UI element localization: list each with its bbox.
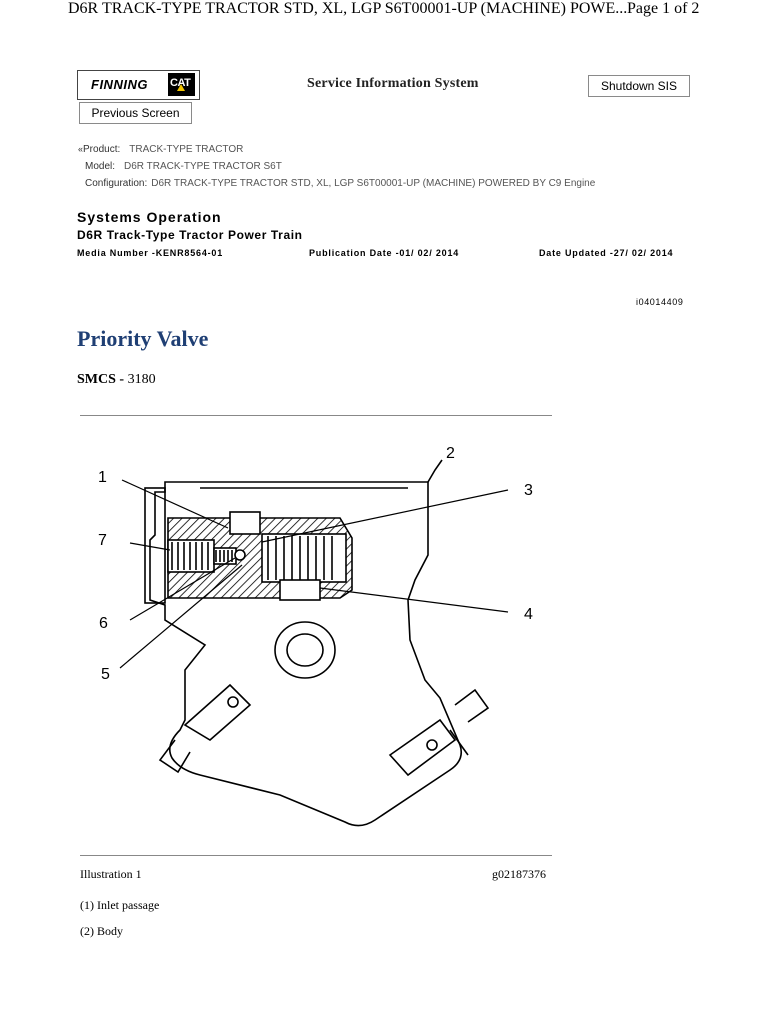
finning-cat-logo: FINNING CAT <box>77 70 200 100</box>
valve-body-outline <box>144 459 463 827</box>
callout-3: 3 <box>524 482 533 499</box>
valve-cross-section <box>167 511 353 601</box>
document-id: i04014409 <box>636 297 684 307</box>
configuration-label: Configuration: <box>85 178 148 189</box>
back-arrow-icon[interactable]: « <box>78 144 84 154</box>
callout-5: 5 <box>101 666 110 683</box>
leader-lines <box>119 479 509 669</box>
product-value: TRACK-TYPE TRACTOR <box>129 144 244 155</box>
model-label: Model: <box>85 161 116 172</box>
publication-date: Publication Date -01/ 02/ 2014 <box>309 248 460 258</box>
callout-2: 2 <box>446 445 455 462</box>
graphic-id: g02187376 <box>492 867 546 881</box>
date-updated: Date Updated -27/ 02/ 2014 <box>539 248 674 258</box>
smcs-code: SMCS - 3180 <box>77 372 156 388</box>
shutdown-sis-button[interactable]: Shutdown SIS <box>588 75 690 97</box>
smcs-value: 3180 <box>127 372 156 387</box>
callout-4: 4 <box>524 606 533 623</box>
priority-valve-illustration <box>119 459 509 827</box>
product-row: «Product: TRACK-TYPE TRACTOR <box>78 144 243 155</box>
callout-6: 6 <box>99 615 108 632</box>
legend-item: (2) Body <box>80 924 123 938</box>
media-number: Media Number -KENR8564-01 <box>77 248 224 258</box>
divider-top <box>80 415 552 416</box>
page-title: Priority Valve <box>77 326 209 351</box>
configuration-value: D6R TRACK-TYPE TRACTOR STD, XL, LGP S6T0… <box>151 178 596 189</box>
finning-wordmark: FINNING <box>91 77 148 92</box>
section-title: Systems Operation <box>77 209 222 225</box>
document-header-title: D6R TRACK-TYPE TRACTOR STD, XL, LGP S6T0… <box>68 0 628 17</box>
model-row: Model: D6R TRACK-TYPE TRACTOR S6T <box>85 161 282 172</box>
callout-7: 7 <box>98 532 107 549</box>
divider-bottom <box>80 855 552 856</box>
mounting-ears <box>158 683 490 777</box>
previous-screen-button[interactable]: Previous Screen <box>79 102 192 124</box>
sis-title: Service Information System <box>307 76 479 91</box>
legend-item: (1) Inlet passage <box>80 898 160 912</box>
model-value: D6R TRACK-TYPE TRACTOR S6T <box>124 161 282 172</box>
page-indicator: Page 1 of 2 <box>627 0 700 17</box>
smcs-label: SMCS - <box>77 372 125 387</box>
section-subtitle: D6R Track-Type Tractor Power Train <box>77 228 303 242</box>
configuration-row: Configuration:D6R TRACK-TYPE TRACTOR STD… <box>85 178 595 189</box>
cat-triangle-icon <box>177 84 185 91</box>
cat-wordmark: CAT <box>170 77 191 89</box>
product-label: Product: <box>83 144 121 155</box>
callout-1: 1 <box>98 469 107 486</box>
illustration-caption: Illustration 1 <box>80 867 142 881</box>
